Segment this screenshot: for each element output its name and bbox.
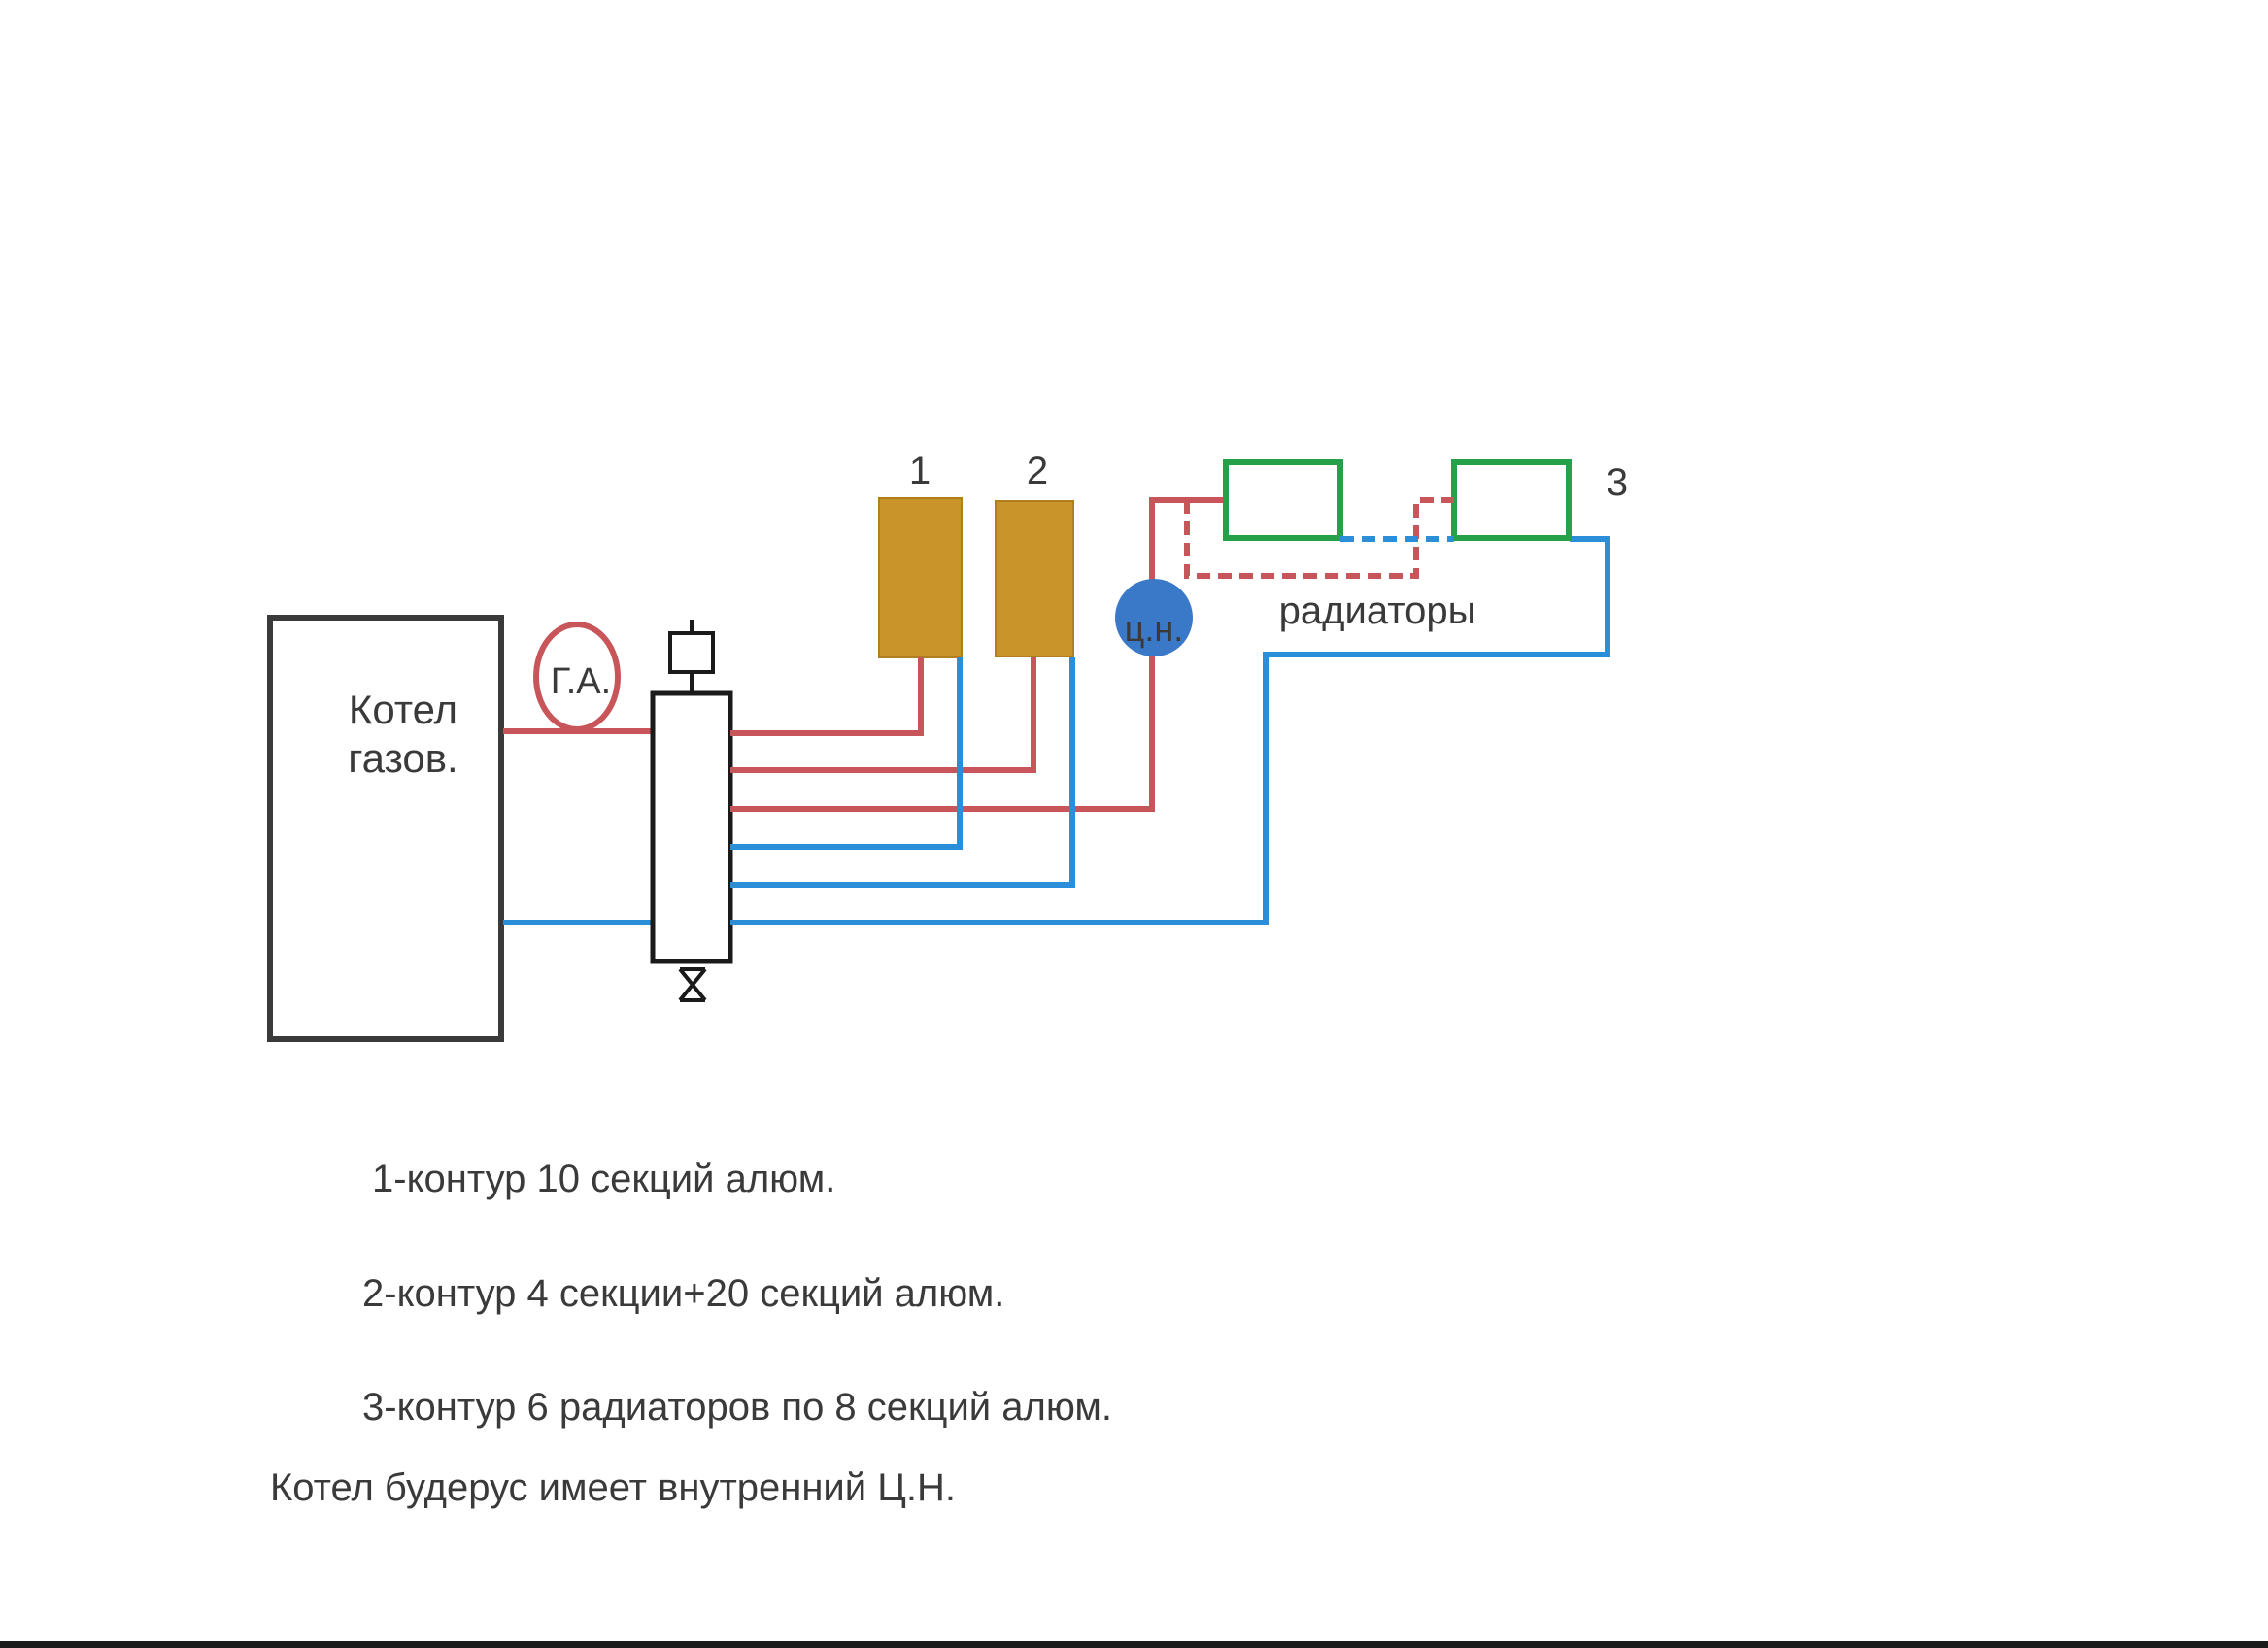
circuit-2-supply-pipe	[730, 657, 1036, 773]
circulation-pump-label: ц.н.	[1125, 609, 1184, 649]
note-circuit-3: 3-контур 6 радиаторов по 8 секций алюм.	[362, 1386, 1112, 1429]
radiator-2-icon	[1451, 459, 1572, 541]
drain-valve-icon	[678, 967, 707, 1002]
circuit-1-heater-icon	[878, 497, 963, 658]
expansion-tank-circle	[533, 622, 621, 732]
boiler-label-line2: газов.	[348, 735, 457, 781]
circuit-1-return-pipe	[730, 657, 963, 850]
note-circuit-1: 1-контур 10 секций алюм.	[372, 1158, 836, 1200]
circulation-pump-icon	[1115, 579, 1193, 656]
hydraulic-separator	[650, 690, 733, 964]
circuit-2-return-pipe	[730, 657, 1075, 888]
note-circuit-2: 2-контур 4 секции+20 секций алюм.	[362, 1272, 1005, 1315]
circuit-3-return-pipe	[730, 536, 1610, 925]
circuit-3-label: 3	[1607, 461, 1628, 504]
page-bottom-edge	[0, 1641, 2268, 1648]
expansion-tank-label: Г.А.	[551, 661, 611, 702]
radiator-dashed-supply	[1184, 497, 1454, 579]
circuit-1-label: 1	[909, 450, 931, 492]
circuit-2-label: 2	[1027, 450, 1048, 492]
radiators-label: радиаторы	[1279, 589, 1476, 632]
boiler-box	[267, 615, 504, 1042]
radiator-1-icon	[1223, 459, 1343, 541]
note-boiler-pump: Котел будерус имеет внутренний Ц.Н.	[270, 1466, 956, 1509]
circuit-2-heater-icon	[995, 500, 1074, 657]
boiler-label-line1: Котел	[349, 687, 457, 732]
circuit-1-supply-pipe	[730, 657, 924, 736]
air-vent-icon	[668, 631, 715, 674]
